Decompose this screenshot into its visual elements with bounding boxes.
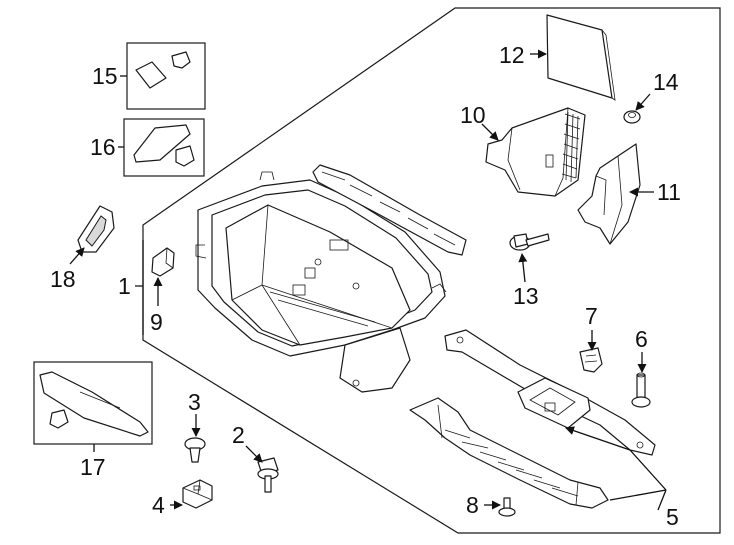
callout-8: 8 — [466, 492, 479, 518]
mat-12 — [546, 14, 616, 101]
clip-9 — [151, 247, 175, 277]
callout-7: 7 — [585, 303, 598, 329]
storage-tub — [195, 171, 447, 393]
callout-2: 2 — [232, 422, 245, 448]
pin-8 — [498, 497, 516, 517]
callout-17: 17 — [80, 454, 106, 480]
bolt-13 — [509, 233, 550, 251]
callout-13: 13 — [513, 283, 539, 309]
part-17 — [39, 371, 149, 437]
callout-11: 11 — [657, 179, 681, 205]
leader-lines — [69, 49, 667, 511]
support-bar-5 — [444, 329, 656, 456]
callout-4: 4 — [152, 492, 165, 518]
stud-6 — [631, 372, 651, 408]
callout-12: 12 — [499, 42, 525, 68]
strap-5 — [409, 397, 609, 509]
panel-10 — [485, 107, 586, 197]
callout-15: 15 — [92, 63, 118, 89]
callout-labels: 1 9 12 14 10 11 13 7 6 5 8 3 2 4 15 16 1… — [50, 42, 681, 530]
callout-9: 9 — [150, 309, 163, 335]
box-17 — [33, 361, 153, 445]
nut-14 — [623, 110, 641, 124]
bolt-2 — [257, 457, 279, 493]
trim-ring-18 — [77, 205, 115, 253]
callout-18: 18 — [50, 266, 76, 292]
box-15 — [126, 42, 206, 110]
callout-16: 16 — [90, 134, 116, 160]
trim-strip — [312, 164, 467, 256]
part-16 — [133, 124, 195, 167]
push-pin-3 — [184, 437, 206, 463]
clip-nut-4 — [182, 479, 213, 509]
callout-10: 10 — [460, 102, 486, 128]
assembly-boundary — [142, 7, 721, 534]
callout-3: 3 — [188, 389, 201, 415]
part-15 — [135, 51, 191, 89]
callout-14: 14 — [653, 69, 679, 95]
callout-5: 5 — [666, 504, 679, 530]
bracket-11 — [577, 143, 641, 245]
callout-1: 1 — [118, 273, 131, 299]
clip-7 — [579, 347, 603, 373]
callout-6: 6 — [635, 326, 648, 352]
